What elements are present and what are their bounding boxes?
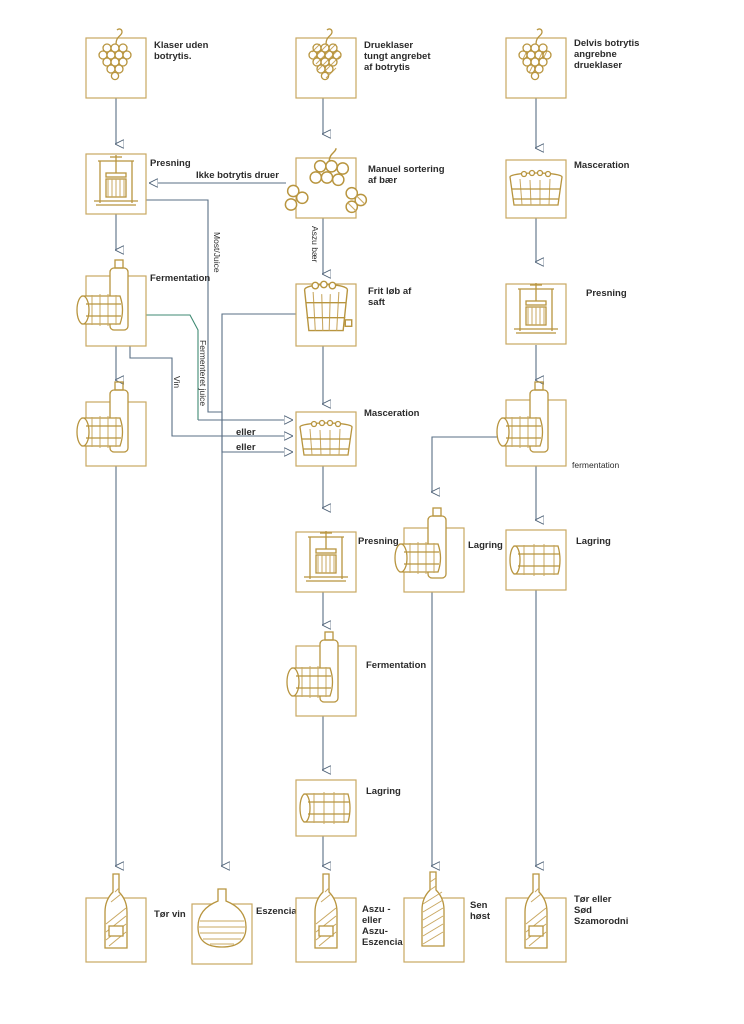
label-or-2: eller	[236, 442, 256, 453]
label-non-botrytis: Ikke botrytis druer	[196, 170, 279, 181]
label-c3-end-1: Tør eller	[574, 894, 612, 905]
wine-press-icon	[303, 530, 349, 582]
masceration-vat-icon	[509, 169, 563, 206]
label-c2-start-2: tungt angrebet	[364, 51, 431, 62]
label-fermented-juice: Fermenteret juice	[198, 340, 208, 406]
label-late-end-1: Sen	[470, 900, 488, 911]
wine-press-icon	[513, 282, 559, 334]
label-must-juice: Most/Juice	[212, 232, 222, 273]
wine-bottle-icon	[314, 873, 338, 949]
label-c2-sort-1: Manuel sortering	[368, 164, 445, 175]
wine-bottle-icon	[524, 873, 548, 949]
flow-labels: Ikke botrytis druer Aszu bær Most/Juice …	[172, 170, 320, 453]
label-wine: Vin	[172, 376, 182, 388]
eszencia-output: Eszencia	[191, 888, 297, 965]
label-c3-press: Presning	[586, 288, 627, 299]
label-c2-storage: Lagring	[366, 786, 401, 797]
label-c3-end-3: Szamorodni	[574, 916, 628, 927]
label-aszu-berries: Aszu bær	[310, 226, 320, 263]
label-or-1: eller	[236, 427, 256, 438]
label-c3-ferment: fermentation	[572, 460, 620, 470]
label-c1-press: Presning	[150, 158, 191, 169]
label-late-end-2: høst	[470, 911, 491, 922]
label-late-storage: Lagring	[468, 540, 503, 551]
masceration-vat-icon	[299, 419, 353, 456]
arrow-c3-ferment-to-late-storage	[432, 436, 500, 492]
label-c2-end-2: eller	[362, 915, 382, 926]
label-c3-end-2: Sød	[574, 905, 592, 916]
storage-barrel-icon	[299, 791, 351, 825]
label-c2-start-3: af botrytis	[364, 62, 410, 73]
label-c1-start-1: Klaser uden	[154, 40, 209, 51]
eszencia-flask-icon	[197, 888, 247, 948]
label-c3-storage: Lagring	[576, 536, 611, 547]
label-c2-masc: Masceration	[364, 408, 420, 419]
line-fermented-juice	[146, 314, 199, 420]
label-c1-ferment: Fermentation	[150, 273, 210, 284]
box-c2-start	[295, 37, 357, 99]
late-harvest-bottle-icon	[421, 871, 445, 947]
label-c2-ferment: Fermentation	[366, 660, 426, 671]
free-run-vat-icon	[303, 280, 353, 332]
label-c2-press: Presning	[358, 536, 399, 547]
label-c1-start-2: botrytis.	[154, 51, 191, 62]
arrow-must-to-eszencia	[146, 199, 222, 866]
wine-bottle-icon	[104, 873, 128, 949]
label-c2-sort-2: af bær	[368, 175, 397, 186]
arrow-wine-to-masc	[129, 345, 292, 436]
label-c2-freerun-2: saft	[368, 297, 386, 308]
label-c2-freerun-1: Frit løb af	[368, 286, 412, 297]
label-c3-masc: Masceration	[574, 160, 630, 171]
label-c2-end-1: Aszu -	[362, 904, 391, 915]
wine-press-icon	[93, 154, 139, 206]
storage-barrel-icon	[509, 543, 561, 577]
label-c3-start-2: angrebne	[574, 49, 617, 60]
arrow-free-run-to-masc	[221, 313, 296, 452]
label-c3-start-3: drueklaser	[574, 60, 622, 71]
label-eszencia: Eszencia	[256, 906, 297, 917]
label-c2-start-1: Drueklaser	[364, 40, 413, 51]
label-c2-end-3: Aszu-	[362, 926, 388, 937]
label-c2-end-4: Eszencia	[362, 937, 403, 948]
label-c1-end: Tør vin	[154, 909, 186, 920]
flow-lines	[116, 98, 536, 866]
label-c3-start-1: Delvis botrytis	[574, 38, 639, 49]
